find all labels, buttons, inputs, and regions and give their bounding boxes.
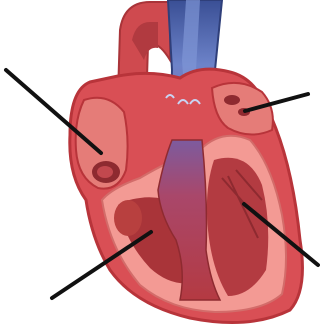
- papillary-muscle: [114, 200, 142, 236]
- right-atrium-vessel: [224, 95, 240, 105]
- atrium-opening-inner: [97, 166, 113, 178]
